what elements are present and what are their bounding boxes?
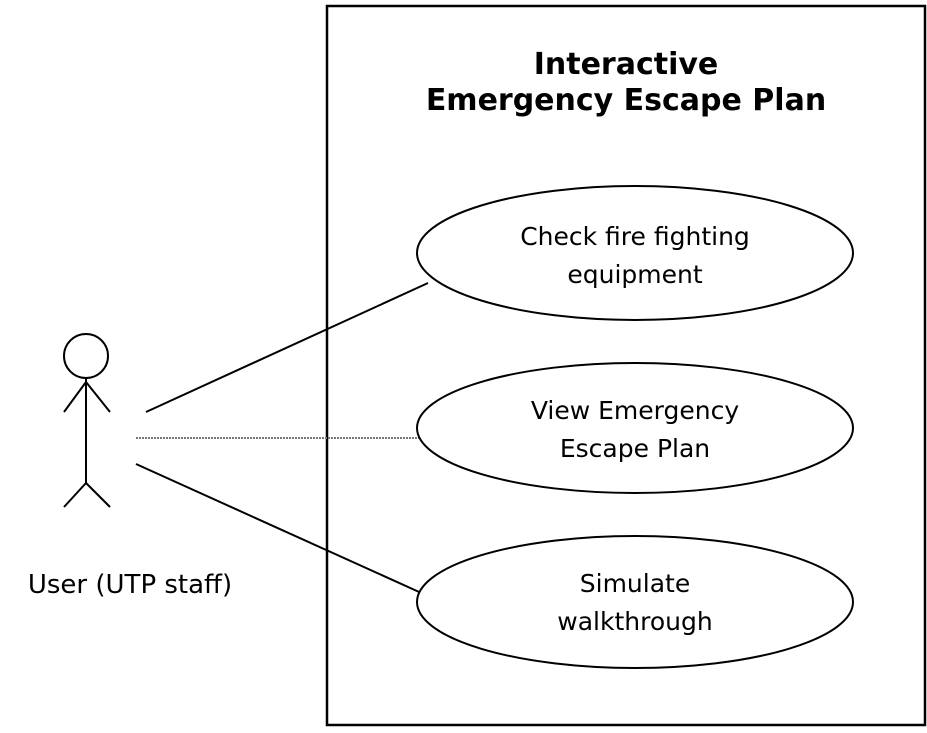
system-title-line2: Emergency Escape Plan: [425, 83, 827, 118]
use-case-label-view-plan: View Emergency Escape Plan: [530, 396, 740, 463]
use-case-check-equipment[interactable]: [416, 185, 854, 321]
actor-figure: [63, 333, 111, 508]
association-simulate-walkthrough: [135, 463, 429, 597]
actor-label: User (UTP staff): [27, 570, 233, 600]
use-case-view-plan[interactable]: [416, 362, 854, 494]
use-case-simulate-walkthrough[interactable]: [416, 535, 854, 669]
system-title-line1: Interactive: [533, 47, 719, 82]
actor-left-arm: [63, 381, 87, 413]
actor-left-leg: [63, 482, 87, 508]
use-case-label-simulate-walkthrough: Simulate walkthrough: [557, 569, 713, 636]
actor-head: [63, 333, 109, 379]
association-check-equipment: [145, 282, 429, 413]
system-title: Interactive Emergency Escape Plan: [327, 47, 925, 119]
use-case-label-check-equipment: Check fire fighting equipment: [520, 222, 750, 289]
system-boundary: [325, 4, 927, 727]
actor-right-leg: [85, 482, 111, 508]
actor-right-arm: [85, 381, 111, 413]
